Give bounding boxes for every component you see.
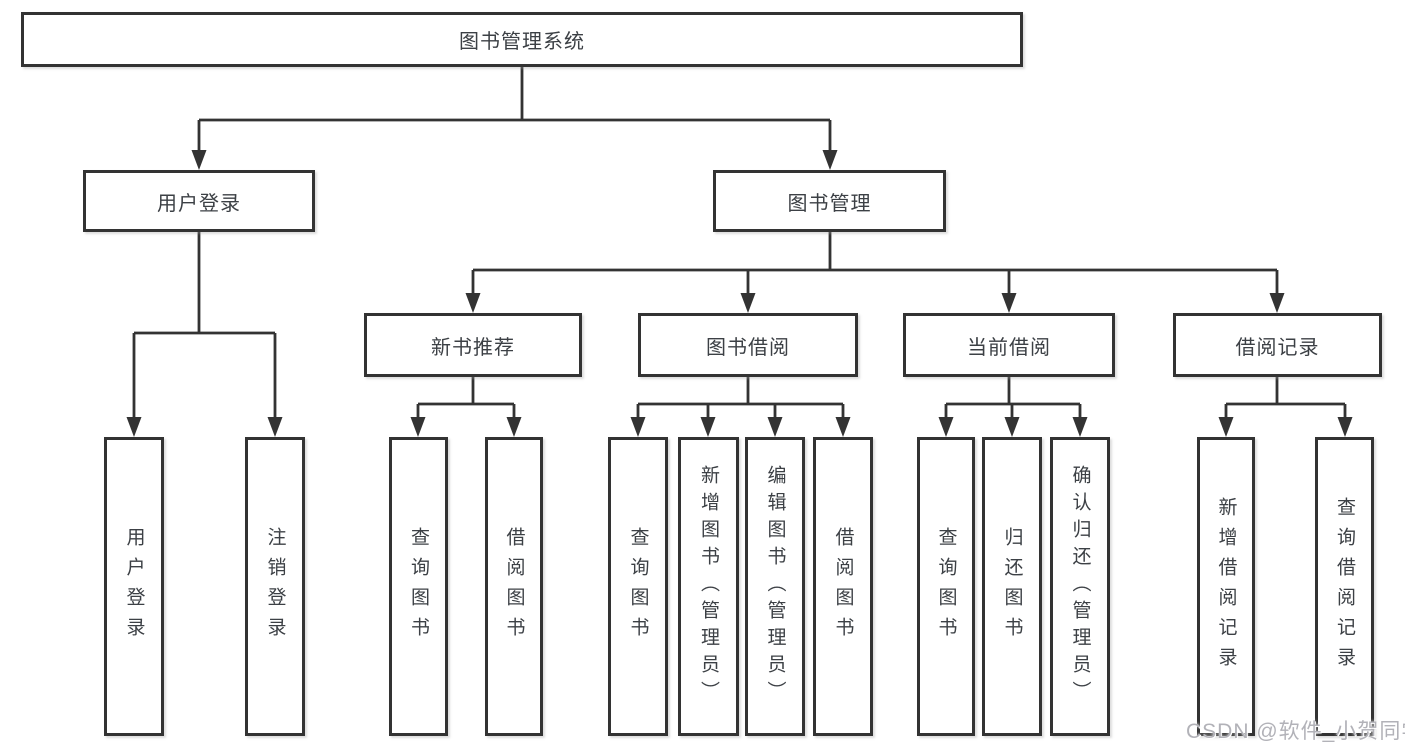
leaf-add-book-admin: 新增图书（管理员） (678, 437, 739, 736)
connector-root (191, 67, 838, 170)
node-current-borrowing: 当前借阅 (903, 313, 1115, 377)
node-user-login: 用户登录 (83, 170, 315, 232)
leaf-query-books-current: 查询图书 (917, 437, 975, 736)
connector-current-borrowing (938, 377, 1088, 437)
leaf-borrow-books: 借阅图书 (813, 437, 873, 736)
leaf-return-books: 归还图书 (982, 437, 1042, 736)
node-borrow-records: 借阅记录 (1173, 313, 1382, 377)
leaf-edit-book-admin: 编辑图书（管理员） (745, 437, 805, 736)
leaf-query-borrow-record: 查询借阅记录 (1315, 437, 1374, 736)
leaf-query-books-borrowing: 查询图书 (608, 437, 668, 736)
connector-new-book-recommend (410, 377, 522, 437)
connector-user-login (126, 232, 283, 437)
leaf-query-books-recommend: 查询图书 (389, 437, 448, 736)
leaf-add-borrow-record: 新增借阅记录 (1197, 437, 1255, 736)
node-book-borrowing: 图书借阅 (638, 313, 858, 377)
leaf-logout: 注销登录 (245, 437, 305, 736)
node-root: 图书管理系统 (21, 12, 1023, 67)
leaf-confirm-return-admin: 确认归还（管理员） (1050, 437, 1110, 736)
node-book-management: 图书管理 (713, 170, 946, 232)
node-new-book-recommend: 新书推荐 (364, 313, 582, 377)
connector-borrow-records (1218, 377, 1353, 437)
csdn-watermark: CSDN @软件_小贺同学 (1186, 720, 1405, 743)
leaf-borrow-books-recommend: 借阅图书 (485, 437, 543, 736)
leaf-user-login: 用户登录 (104, 437, 164, 736)
connector-book-borrowing (630, 377, 851, 437)
connector-book-management (465, 232, 1285, 313)
